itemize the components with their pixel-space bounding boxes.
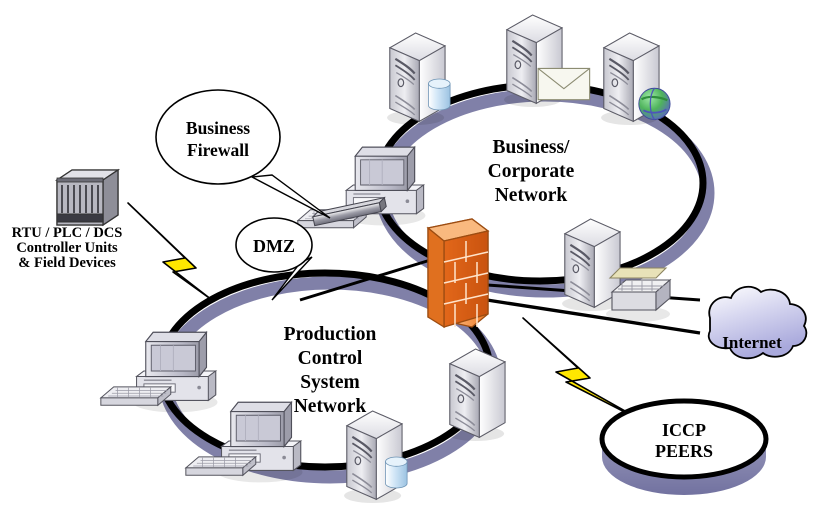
firewall-node <box>426 218 490 329</box>
business-label-line3: Network <box>495 185 568 206</box>
dmz-label: DMZ <box>253 236 295 256</box>
internet-node: Internet <box>707 285 808 360</box>
business-firewall-callout-tail <box>249 174 331 219</box>
iccp-disc-body <box>602 439 766 495</box>
rtu-label-line1: RTU / PLC / DCS <box>12 225 123 241</box>
pcs-keyboard-2-icon <box>185 456 257 476</box>
pcs-server-node <box>445 347 507 443</box>
business-label-line2: Corporate <box>488 161 575 182</box>
globe-icon <box>638 87 671 120</box>
production-label-line4: Network <box>294 396 367 417</box>
iccp-peers-node: ICCP PEERS <box>599 398 769 495</box>
business-firewall-callout: Business Firewall <box>155 89 331 219</box>
link-firewall-internet <box>486 298 701 335</box>
cloud-icon <box>707 285 808 360</box>
business-firewall-callout-bubble <box>155 89 281 185</box>
business-label-line1: Business/ <box>493 137 571 158</box>
envelope-icon <box>537 67 591 101</box>
business-zone-label: Business/ Corporate Network <box>488 137 575 206</box>
rack-device-icon <box>54 168 121 227</box>
biz-mail-server-node <box>502 13 591 109</box>
pcs-keyboard-1-icon <box>100 386 172 406</box>
dmz-network-bar-icon <box>311 196 387 227</box>
production-label-line3: System <box>300 372 360 393</box>
production-label-line1: Production <box>284 324 377 345</box>
biz-web-server-node <box>599 31 671 127</box>
iccp-disc-icon <box>599 398 769 480</box>
printer-icon <box>606 267 672 322</box>
internet-label: Internet <box>722 333 782 352</box>
biz-print-server-node <box>560 217 622 313</box>
rtu-label-line2: Controller Units <box>16 240 118 256</box>
business-firewall-label-line1: Business <box>186 118 250 138</box>
rtu-label-line3: & Field Devices <box>18 255 116 271</box>
iccp-label-line2: PEERS <box>655 441 713 461</box>
iccp-label-line1: ICCP <box>662 420 706 440</box>
dmz-callout: DMZ <box>235 217 313 301</box>
production-zone-label: Production Control System Network <box>284 324 377 417</box>
link-firewall-dmz <box>299 256 438 302</box>
rtu-plc-dcs-node: RTU / PLC / DCS Controller Units & Field… <box>12 168 123 271</box>
pcs-db-server-node <box>342 409 408 505</box>
production-label-line2: Control <box>298 348 363 369</box>
lightning-bolt-rtu-icon <box>127 202 213 301</box>
firewall-brick-icon <box>426 218 490 329</box>
business-firewall-label-line2: Firewall <box>187 140 249 160</box>
dmz-callout-bubble <box>235 217 313 273</box>
